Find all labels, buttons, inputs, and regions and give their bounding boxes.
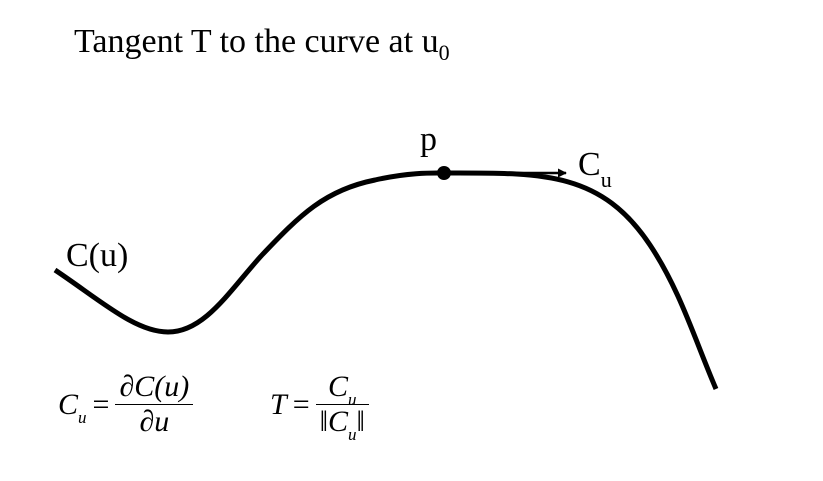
tangent-numerator-base: C [328,370,349,403]
derivative-formula: Cu = ∂C(u) ∂u [58,370,194,439]
tangent-label: Cu [578,146,612,191]
tangent-denominator-right: ‖ [356,405,365,438]
curve-label: C(u) [66,237,129,274]
derivative-fraction-bar [115,404,194,405]
curve-path [53,170,719,390]
title-text: Tangent T to the curve at u [74,23,439,60]
derivative-lhs-subscript: u [78,407,87,427]
tangent-lhs: T [270,387,287,421]
tangent-denominator-subscript: u [348,425,357,444]
tangent-formula: T = Cu ‖Cu‖ [270,370,369,443]
diagram-title: Tangent T to the curve at u0 [74,22,450,65]
tangent-numerator: Cu [324,370,361,408]
point-label: p [420,121,437,158]
derivative-denominator: ∂u [139,405,170,438]
derivative-lhs: Cu [58,387,87,426]
tangent-label-subscript: u [600,167,612,192]
tangent-equals: = [292,387,310,421]
derivative-numerator: ∂C(u) [119,370,190,403]
tangent-denominator-left: ‖C [319,405,349,438]
derivative-fraction: ∂C(u) ∂u [115,370,194,439]
derivative-equals: = [92,387,110,421]
title-subscript: 0 [438,40,450,65]
tangent-numerator-subscript: u [348,390,357,409]
derivative-lhs-base: C [58,387,79,421]
tangent-label-base: C [578,146,601,183]
tangent-fraction: Cu ‖Cu‖ [315,370,369,443]
tangent-fraction-bar [315,404,369,405]
point-p [437,166,451,180]
tangent-denominator: ‖Cu‖ [316,405,369,443]
